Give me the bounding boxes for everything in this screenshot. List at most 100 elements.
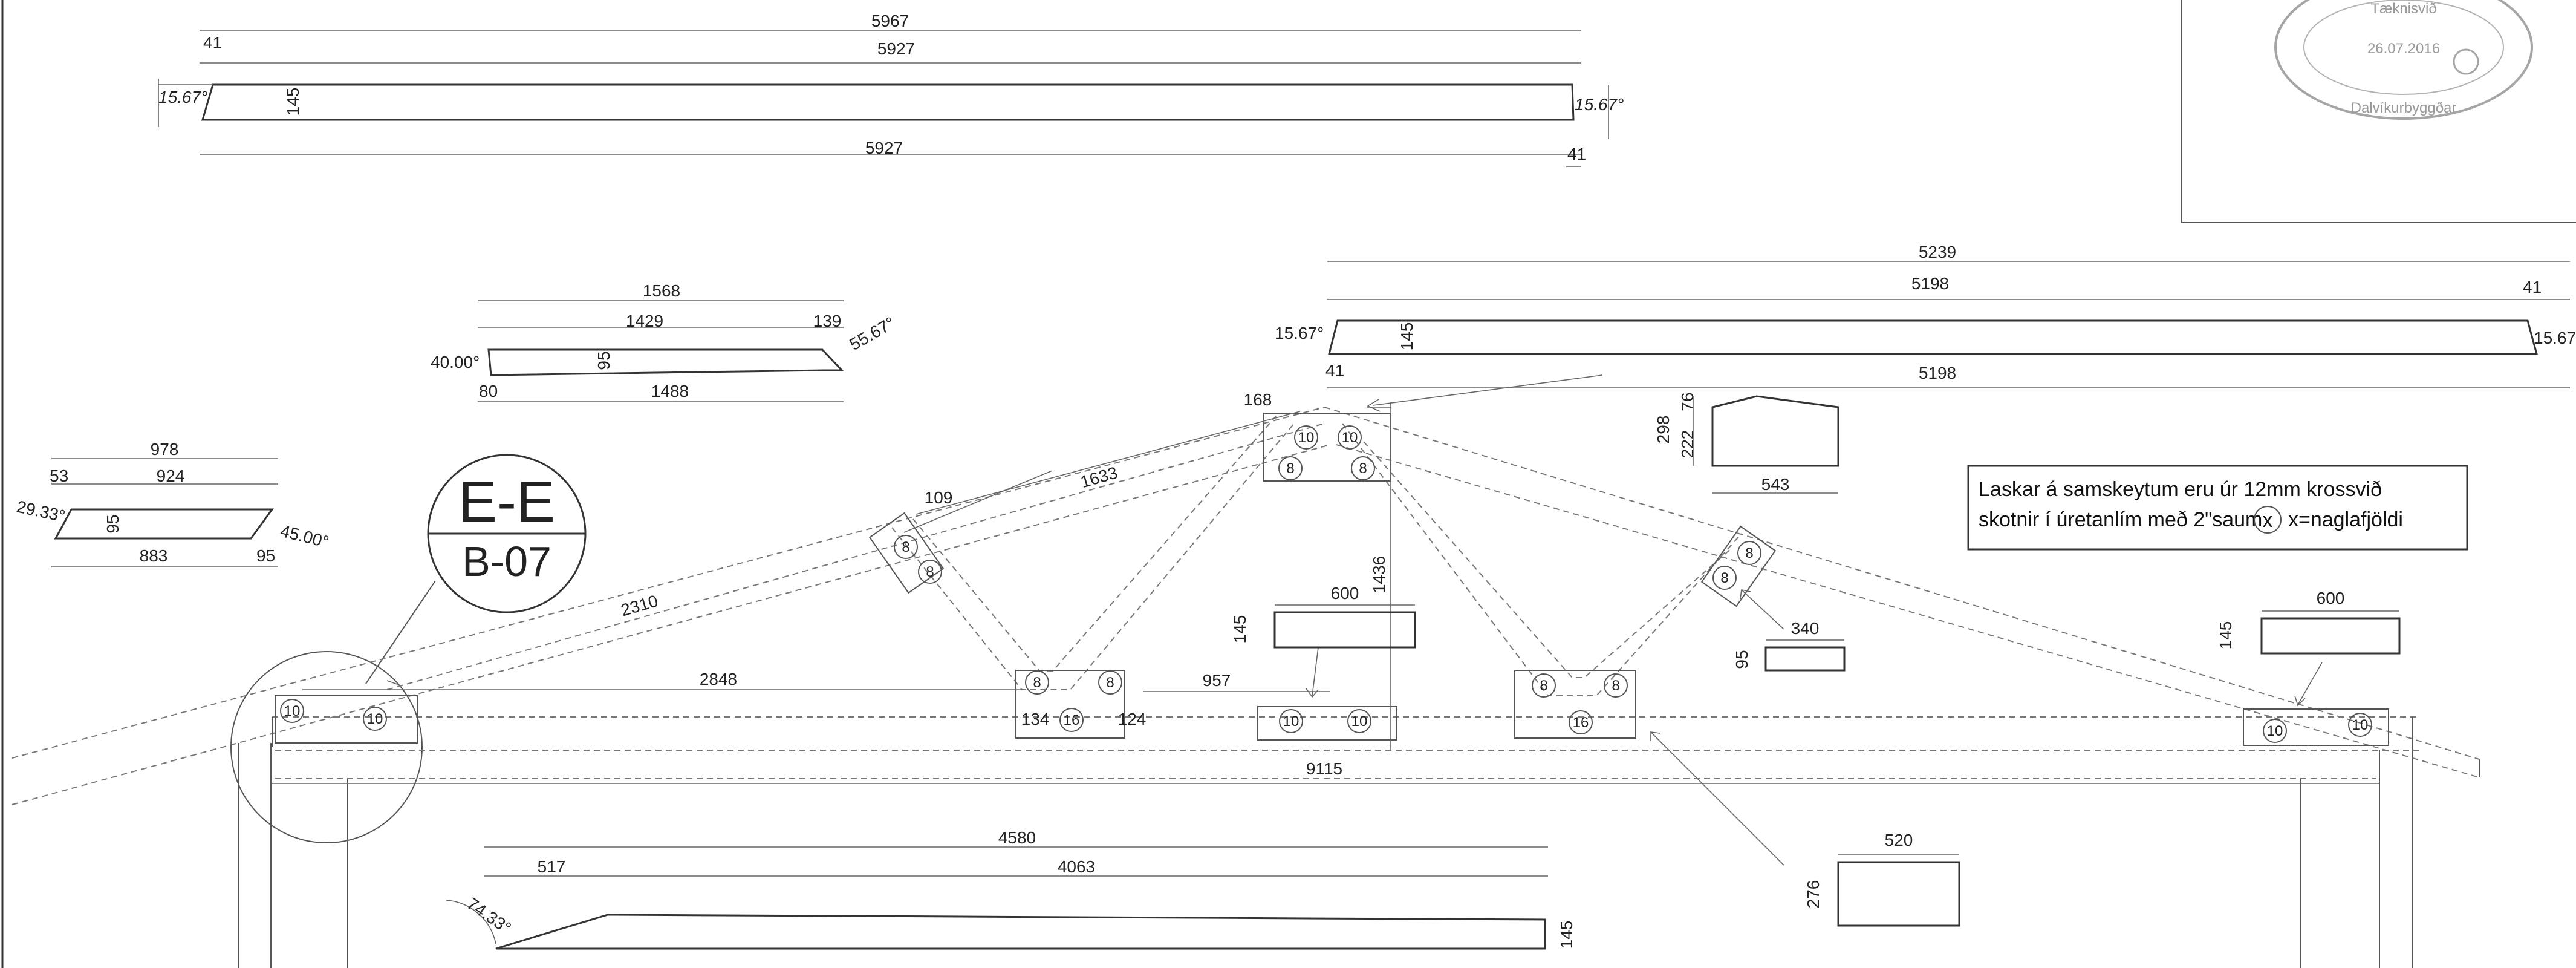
nail-count: 8 (894, 535, 918, 559)
web-b-angle-right: 45.00° (279, 522, 331, 552)
nail-count: 10 (2263, 719, 2287, 743)
apex-gusset-detail: 298 222 76 543 (1654, 392, 1839, 494)
web-b-offset-left: 53 (50, 466, 68, 485)
svg-text:10: 10 (1351, 713, 1368, 730)
svg-text:10: 10 (2352, 717, 2369, 733)
detail-circle (230, 651, 423, 843)
truss-label-2310: 2310 (619, 591, 660, 620)
svg-text:8: 8 (1033, 675, 1041, 691)
right-rafter-height: 145 (1397, 322, 1416, 351)
svg-text:8: 8 (926, 564, 934, 580)
web-a-bottom-length: 1488 (651, 382, 689, 401)
top-rafter-offset-left: 41 (203, 33, 222, 52)
apex-gusset-shape (1711, 395, 1839, 467)
approval-stamp: Tæknisvið 26.07.2016 Dalvíkurbyggðar (2274, 0, 2533, 120)
right-rafter-shape (1328, 319, 2538, 355)
web-a-inner-length: 1429 (626, 312, 663, 330)
top-rafter-overall-length: 5967 (871, 11, 909, 30)
right-rafter-offset-left: 41 (1325, 361, 1344, 380)
nail-count: 10 (1279, 709, 1303, 733)
truss-label-2848: 2848 (700, 670, 737, 688)
web-a-overall-length: 1568 (643, 281, 680, 300)
web-a-angle-right: 55.67° (847, 313, 899, 354)
stamp-date-text: 26.07.2016 (2367, 41, 2440, 57)
top-rafter-inner-length: 5927 (877, 39, 915, 58)
nailing-note: Laskar á samskeytum eru úr 12mm krossvið… (1967, 465, 2468, 551)
web-a-tip-length: 139 (813, 312, 842, 330)
top-rafter-angle-right: 15.67° (1575, 95, 1624, 114)
plate-340: 340 95 (1732, 619, 1846, 672)
truss-span-9115: 9115 (1306, 759, 1342, 778)
nail-count: 8 (1532, 673, 1556, 698)
svg-text:8: 8 (1286, 460, 1294, 477)
web-a-height: 95 (594, 351, 613, 370)
bottom-piece-overall-length: 4580 (998, 828, 1036, 847)
web-member-a-detail: 1568 1429 139 1488 80 40.00° 55.67° 95 (431, 281, 898, 402)
svg-text:10: 10 (367, 711, 383, 727)
truss-label-168: 168 (1244, 390, 1272, 409)
right-rafter-bottom-length: 5198 (1919, 364, 1956, 382)
plate-600-center: 600 145 (1231, 584, 1416, 649)
apex-gusset-height-a: 222 (1678, 430, 1697, 459)
plate-600-right-width: 600 (2317, 589, 2345, 607)
svg-text:10: 10 (1283, 713, 1299, 730)
right-rafter-offset-right: 41 (2523, 278, 2542, 296)
nail-count: 10 (1294, 425, 1318, 450)
bottom-piece-shape (495, 914, 1546, 950)
plate-600-right: 600 145 (2216, 589, 2401, 655)
svg-text:8: 8 (1106, 675, 1114, 691)
nail-count-circles: 10 10 8 8 8 8 8 8 16 8 8 16 8 8 10 10 10… (280, 425, 2372, 743)
web-b-inner-length: 924 (157, 466, 185, 485)
truss-label-957: 957 (1203, 671, 1231, 690)
right-rafter-detail: 5239 5198 5198 41 41 15.67° 15.67 145 (1275, 243, 2576, 388)
web-b-overall-length: 978 (151, 440, 179, 459)
plate-520-height: 276 (1804, 880, 1823, 909)
svg-text:8: 8 (1540, 678, 1547, 694)
truss-label-109: 109 (925, 488, 953, 507)
leader-lines (386, 374, 2323, 866)
note-line-1: Laskar á samskeytum eru úr 12mm krossvið (1979, 478, 2382, 501)
svg-text:8: 8 (1612, 678, 1619, 694)
plate-600-right-height: 145 (2216, 621, 2235, 650)
web-b-bottom-length: 883 (140, 546, 168, 565)
apex-gusset-height-b: 76 (1678, 392, 1697, 411)
nail-count: 10 (2348, 713, 2372, 737)
svg-text:10: 10 (1342, 430, 1358, 446)
nail-count: 8 (1712, 566, 1737, 590)
bottom-piece-inner-length: 4063 (1058, 857, 1095, 876)
plate-340-height: 95 (1732, 650, 1751, 669)
nail-count: 8 (1737, 541, 1761, 565)
nail-count: 8 (1351, 456, 1375, 480)
nail-count: 10 (363, 707, 387, 731)
svg-text:16: 16 (1573, 715, 1589, 731)
web-a-offset: 80 (479, 382, 498, 401)
nail-count: 16 (1059, 708, 1084, 732)
apex-gusset-width: 543 (1761, 475, 1790, 494)
bottom-piece-height: 145 (1557, 921, 1576, 949)
svg-text:8: 8 (1745, 545, 1753, 561)
top-rafter-offset-right: 41 (1567, 145, 1586, 163)
nail-count: 10 (1338, 425, 1362, 450)
note-line-2-after: x=naglafjöldi (2288, 508, 2403, 531)
plate-340-width: 340 (1791, 619, 1820, 638)
nail-count: 10 (280, 699, 304, 723)
stamp-bottom-text: Dalvíkurbyggðar (2351, 100, 2457, 116)
title-block-frame (2181, 0, 2576, 223)
section-label: E-E (458, 469, 555, 534)
bottom-piece-offset: 517 (538, 857, 566, 876)
section-marker: E-E B-07 (365, 454, 587, 684)
plate-600-center-width: 600 (1331, 584, 1359, 603)
apex-gusset-height-total: 298 (1654, 416, 1673, 444)
web-a-shape (487, 348, 844, 376)
web-a-angle-left: 40.00° (431, 353, 480, 371)
svg-text:8: 8 (902, 539, 909, 555)
right-rafter-overall-length: 5239 (1919, 243, 1956, 261)
truss-dimension-lines (272, 402, 2379, 784)
top-rafter-height: 145 (284, 88, 302, 116)
stamp-top-text: Tæknisvið (2370, 1, 2436, 17)
svg-text:10: 10 (2267, 723, 2283, 739)
plate-520-width: 520 (1885, 831, 1913, 849)
top-rafter-shape (201, 83, 1575, 121)
nail-count: 8 (1098, 670, 1122, 695)
svg-text:10: 10 (284, 703, 301, 719)
